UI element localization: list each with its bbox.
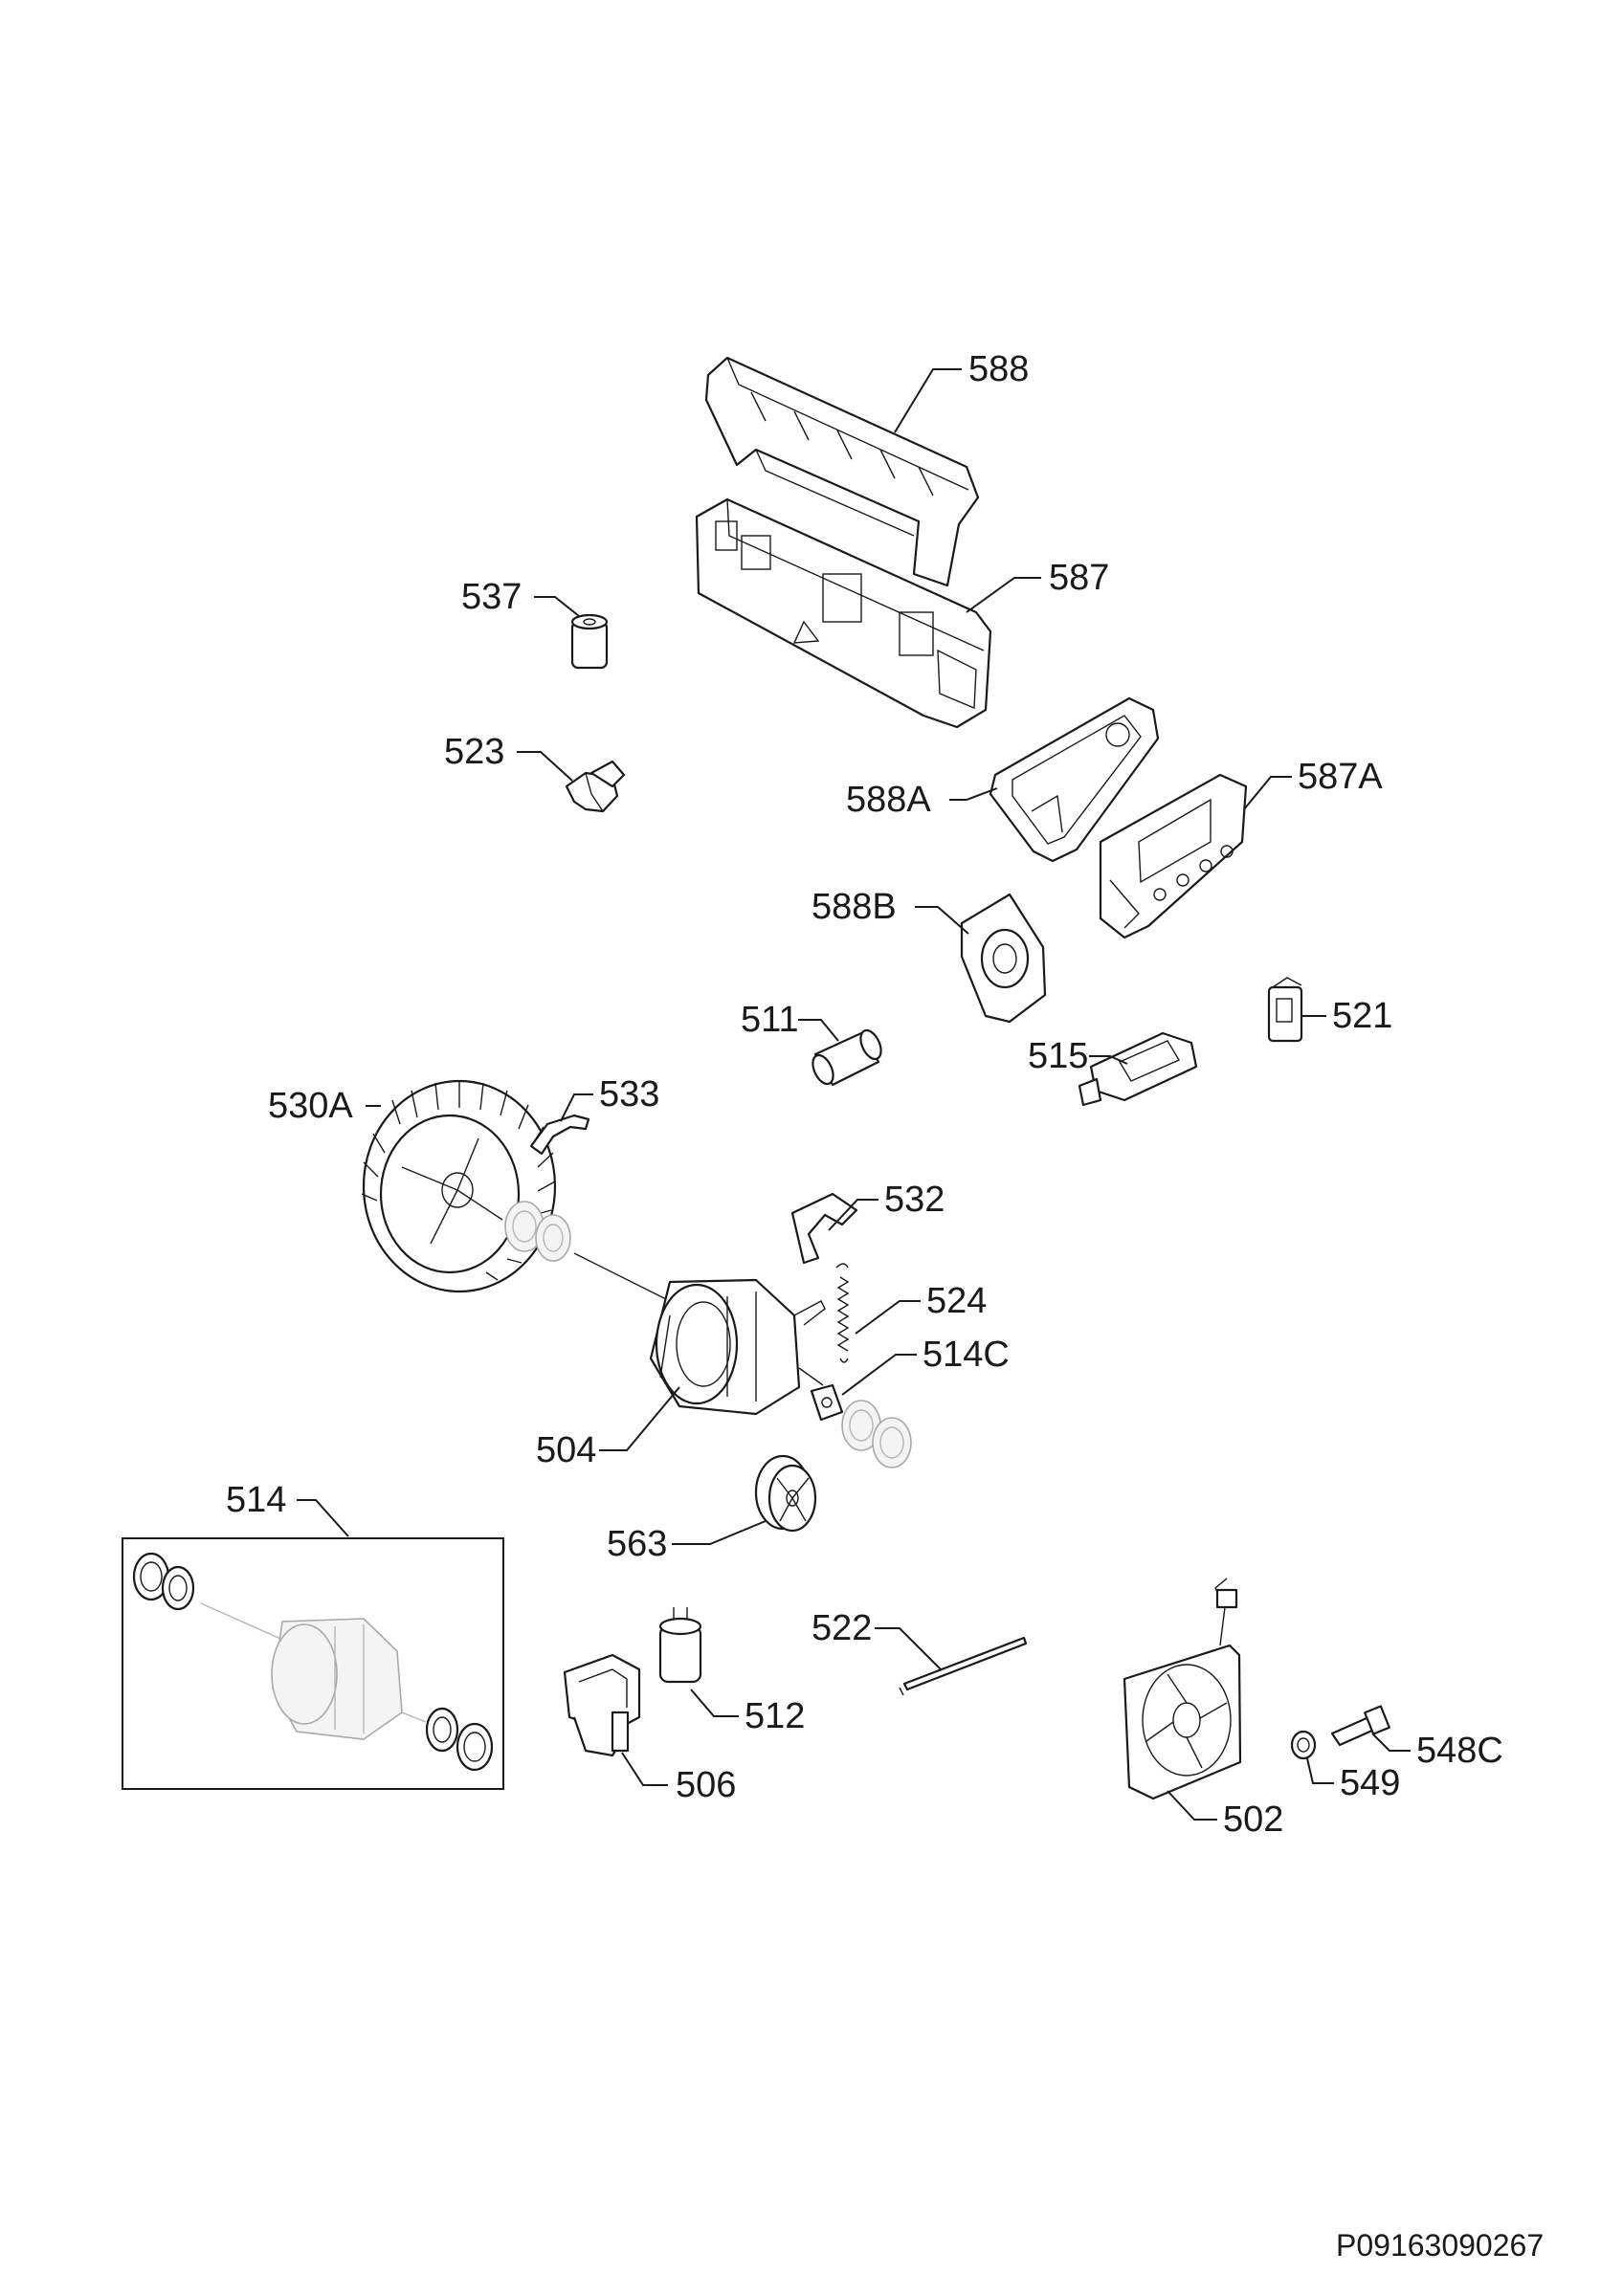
callout-530A: 530A bbox=[268, 1086, 353, 1126]
callout-522: 522 bbox=[812, 1608, 872, 1648]
callout-512: 512 bbox=[745, 1696, 805, 1736]
callout-504: 504 bbox=[536, 1430, 596, 1470]
part-588B-knob bbox=[960, 893, 1047, 1024]
part-515-door-lock bbox=[1078, 1031, 1198, 1107]
callout-548C: 548C bbox=[1416, 1731, 1503, 1771]
leader-lines bbox=[297, 368, 1411, 1821]
part-532-shield bbox=[790, 1192, 858, 1265]
callout-labels: 588 587 537 523 588A 587A 588B 511 521 5… bbox=[226, 349, 1503, 1840]
part-514-kit-box bbox=[122, 1537, 504, 1790]
callout-524: 524 bbox=[926, 1281, 987, 1321]
part-504-motor bbox=[573, 1252, 826, 1416]
callout-588A: 588A bbox=[846, 780, 931, 820]
part-523-clip bbox=[565, 760, 626, 813]
part-522-strip bbox=[899, 1636, 1028, 1696]
callout-532: 532 bbox=[884, 1180, 945, 1220]
callout-515: 515 bbox=[1028, 1036, 1088, 1076]
part-537-cylinder bbox=[570, 613, 609, 670]
callout-523: 523 bbox=[444, 732, 504, 772]
bearing-ghosts-front bbox=[504, 1201, 571, 1262]
part-530A-impeller bbox=[361, 1079, 557, 1293]
callout-511: 511 bbox=[741, 1000, 799, 1040]
callout-587A: 587A bbox=[1298, 757, 1383, 797]
callout-563: 563 bbox=[607, 1524, 667, 1564]
part-524-spring bbox=[835, 1263, 850, 1363]
part-533-clamp bbox=[529, 1114, 590, 1156]
part-512-capacitor bbox=[658, 1607, 702, 1684]
part-587-module bbox=[695, 497, 992, 729]
part-548C-connector bbox=[1330, 1705, 1390, 1747]
callout-502: 502 bbox=[1223, 1799, 1283, 1840]
part-521-switch bbox=[1267, 977, 1303, 1043]
callout-587: 587 bbox=[1049, 558, 1109, 598]
callout-514: 514 bbox=[226, 1480, 286, 1520]
callout-549: 549 bbox=[1340, 1763, 1400, 1803]
part-502-fan bbox=[1123, 1578, 1242, 1800]
bearing-ghosts-rear bbox=[841, 1400, 912, 1468]
callout-521: 521 bbox=[1332, 996, 1392, 1036]
part-587A-display-board bbox=[1099, 773, 1248, 939]
callout-506: 506 bbox=[676, 1765, 736, 1805]
part-514C-washer bbox=[810, 1383, 844, 1422]
part-563-pulley bbox=[754, 1454, 817, 1533]
callout-514C: 514C bbox=[923, 1335, 1010, 1375]
callout-537: 537 bbox=[461, 577, 522, 617]
part-506-pump bbox=[563, 1653, 641, 1757]
part-549-grommet bbox=[1290, 1730, 1317, 1760]
callout-588: 588 bbox=[968, 349, 1029, 389]
callout-533: 533 bbox=[599, 1074, 659, 1115]
part-511-capacitor bbox=[812, 1028, 882, 1087]
document-code: P09163090267 bbox=[1336, 2228, 1544, 2263]
part-588-cover bbox=[704, 356, 980, 587]
callout-588B: 588B bbox=[812, 887, 897, 927]
part-588A-frame bbox=[989, 696, 1160, 863]
